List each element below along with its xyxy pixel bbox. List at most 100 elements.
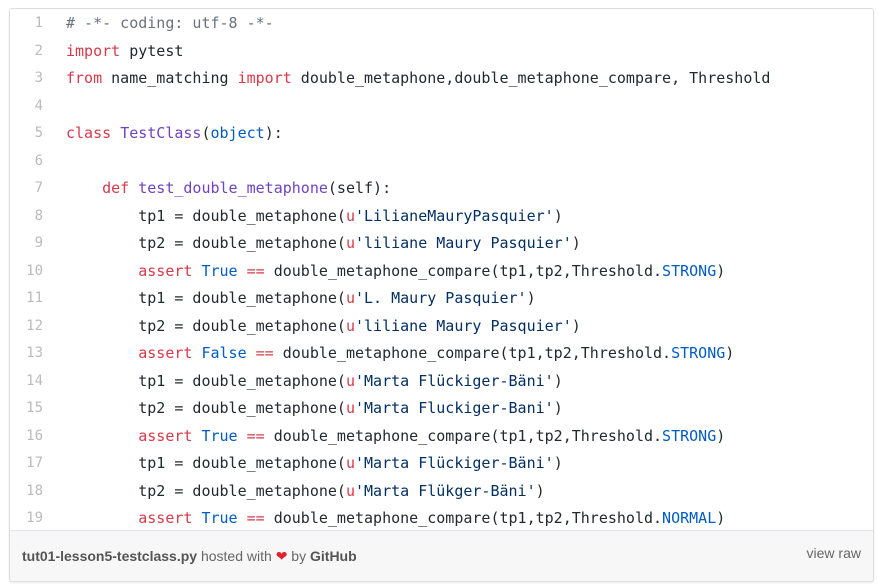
- code-token: True: [201, 261, 238, 280]
- code-token: NORMAL: [662, 509, 717, 527]
- code-token: [129, 179, 138, 197]
- code-token: 'Marta Fluckiger-Bani': [355, 399, 554, 417]
- code-line: 8 tp1 = double_metaphone(u'LilianeMauryP…: [10, 203, 873, 230]
- code-token: STRONG: [671, 344, 726, 362]
- line-number[interactable]: 7: [34, 180, 43, 196]
- line-code: assert True == double_metaphone_compare(…: [66, 505, 725, 532]
- code-token: [111, 124, 120, 142]
- code-token: test_double_metaphone: [138, 179, 328, 197]
- code-token: double_metaphone_compare(tp1,tp2,Thresho…: [264, 261, 663, 280]
- code-token: u: [345, 481, 355, 500]
- line-number[interactable]: 5: [34, 125, 43, 141]
- code-line: 4: [10, 93, 873, 120]
- code-token: True: [201, 509, 238, 527]
- code-token: u: [345, 206, 355, 225]
- code-token: double_metaphone_compare(tp1,tp2,Thresho…: [264, 509, 663, 527]
- code-token: 'liliane Maury Pasquier': [355, 234, 572, 252]
- code-token: 'Marta Flückiger-Bäni': [355, 454, 554, 472]
- line-number[interactable]: 11: [26, 290, 43, 306]
- code-token: [238, 427, 247, 445]
- code-token: tp2 = double_metaphone(: [66, 234, 346, 252]
- code-token: [66, 262, 138, 280]
- code-token: ): [716, 426, 726, 445]
- code-token: ==: [246, 261, 265, 280]
- line-code: tp1 = double_metaphone(u'Marta Flückiger…: [66, 450, 563, 477]
- code-token: double_metaphone,double_metaphone_compar…: [291, 69, 771, 87]
- line-code: import pytest: [66, 38, 183, 65]
- line-number[interactable]: 13: [26, 345, 43, 361]
- code-token: ):: [264, 124, 283, 142]
- code-token: 'Marta Flückiger-Bäni': [355, 371, 554, 390]
- line-number[interactable]: 18: [26, 482, 43, 499]
- code-token: ==: [246, 509, 265, 527]
- code-token: ): [716, 509, 726, 527]
- line-code: tp1 = double_metaphone(u'LilianeMauryPas…: [66, 203, 563, 230]
- line-number[interactable]: 16: [26, 427, 43, 444]
- line-number[interactable]: 2: [34, 42, 43, 59]
- line-number[interactable]: 10: [26, 262, 43, 279]
- code-token: 'LilianeMauryPasquier': [355, 206, 554, 225]
- line-code: assert False == double_metaphone_compare…: [66, 340, 734, 367]
- code-token: assert: [138, 261, 193, 280]
- by-text: by: [287, 548, 310, 564]
- code-token: (: [201, 124, 211, 142]
- code-token: [247, 344, 256, 362]
- code-line: 9 tp2 = double_metaphone(u'liliane Maury…: [10, 230, 873, 257]
- code-token: tp1 = double_metaphone(: [66, 454, 346, 472]
- line-code: def test_double_metaphone(self):: [66, 175, 391, 202]
- code-token: [66, 427, 138, 445]
- code-token: 'L. Maury Pasquier': [355, 289, 527, 307]
- code-line: 15 tp2 = double_metaphone(u'Marta Flucki…: [10, 395, 873, 422]
- line-number[interactable]: 19: [26, 510, 43, 526]
- code-token: ): [725, 344, 735, 362]
- code-token: u: [345, 289, 355, 307]
- code-token: ): [553, 206, 563, 225]
- code-token: 'liliane Maury Pasquier': [355, 316, 572, 335]
- code-line: 2 import pytest: [10, 38, 873, 65]
- line-code: assert True == double_metaphone_compare(…: [66, 258, 725, 285]
- line-code: assert True == double_metaphone_compare(…: [66, 423, 725, 450]
- code-line: 12 tp2 = double_metaphone(u'liliane Maur…: [10, 313, 873, 340]
- code-token: ): [526, 289, 536, 307]
- code-line: 17 tp1 = double_metaphone(u'Marta Flücki…: [10, 450, 873, 477]
- gist-footer: tut01-lesson5-testclass.py hosted with ❤…: [10, 531, 873, 581]
- line-code: tp2 = double_metaphone(u'liliane Maury P…: [66, 313, 581, 340]
- code-token: assert: [138, 426, 193, 445]
- code-token: [238, 509, 247, 527]
- line-number[interactable]: 1: [34, 15, 43, 31]
- line-number[interactable]: 9: [34, 235, 43, 251]
- code-token: assert: [138, 344, 193, 362]
- line-number[interactable]: 15: [26, 400, 43, 416]
- line-number[interactable]: 12: [26, 317, 43, 334]
- code-token: assert: [138, 509, 193, 527]
- code-token: ): [553, 454, 563, 472]
- code-token: ==: [246, 426, 265, 445]
- code-line: 3 from name_matching import double_metaph…: [10, 65, 873, 92]
- line-code: from name_matching import double_metapho…: [66, 65, 770, 92]
- code-token: from: [66, 69, 103, 87]
- heart-icon: ❤: [275, 548, 288, 564]
- line-number[interactable]: 17: [26, 455, 43, 471]
- line-number[interactable]: 6: [34, 152, 43, 169]
- code-token: u: [345, 454, 355, 472]
- line-number[interactable]: 14: [26, 372, 43, 389]
- code-token: u: [345, 316, 355, 335]
- code-token: [66, 179, 102, 197]
- code-token: tp2 = double_metaphone(: [66, 481, 346, 500]
- code-token: double_metaphone_compare(tp1,tp2,Thresho…: [273, 344, 672, 362]
- code-token: [238, 262, 247, 280]
- code-token: False: [201, 344, 247, 362]
- view-raw-link[interactable]: view raw: [806, 545, 861, 561]
- code-token: u: [345, 399, 355, 417]
- line-number[interactable]: 4: [34, 97, 43, 114]
- line-number[interactable]: 8: [34, 207, 43, 224]
- code-line: 14 tp1 = double_metaphone(u'Marta Flücki…: [10, 368, 873, 395]
- line-number[interactable]: 3: [34, 70, 43, 86]
- code-token: pytest: [120, 41, 184, 60]
- line-code: tp1 = double_metaphone(u'L. Maury Pasqui…: [66, 285, 536, 312]
- code-token: STRONG: [662, 261, 717, 280]
- code-token: tp2 = double_metaphone(: [66, 316, 346, 335]
- file-link[interactable]: tut01-lesson5-testclass.py: [22, 548, 198, 564]
- code-token: [66, 344, 138, 362]
- github-link[interactable]: GitHub: [310, 548, 357, 564]
